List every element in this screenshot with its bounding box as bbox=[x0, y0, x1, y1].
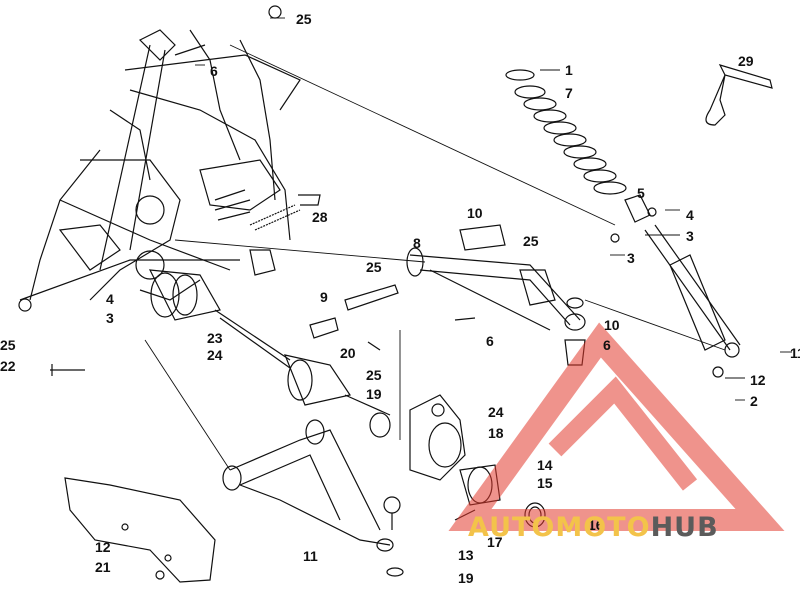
watermark-logo-mark bbox=[448, 322, 785, 531]
callout-10: 9 bbox=[320, 289, 328, 305]
callout-20: 22 bbox=[0, 358, 16, 374]
callout-5: 5 bbox=[637, 185, 645, 201]
callout-28: 28 bbox=[312, 209, 328, 225]
drive-shaft bbox=[148, 269, 391, 438]
callout-1: 1 bbox=[565, 62, 573, 78]
callout-19: 25 bbox=[366, 367, 382, 383]
callout-3: 3 bbox=[686, 228, 694, 244]
callout-3: 3 bbox=[627, 250, 635, 266]
lower-a-arm bbox=[222, 419, 404, 577]
callout-8: 8 bbox=[413, 235, 421, 251]
callout-22: 24 bbox=[207, 347, 223, 363]
callout-7: 7 bbox=[565, 85, 573, 101]
callout-2: 12 bbox=[750, 372, 766, 388]
callout-26: 21 bbox=[95, 559, 111, 575]
callout-14: 24 bbox=[488, 404, 504, 420]
leader-lines bbox=[144, 17, 792, 471]
callout-13: 16 bbox=[588, 517, 604, 533]
callout-10: 10 bbox=[467, 205, 483, 221]
callout-17: 15 bbox=[537, 475, 553, 491]
watermark-text-part1: AUTOMOTO bbox=[468, 512, 651, 543]
callout-11: 6 bbox=[603, 337, 611, 353]
skid-plate bbox=[64, 477, 216, 583]
spanner-wrench bbox=[705, 64, 773, 126]
coil-spring bbox=[505, 69, 627, 195]
callout-25: 25 bbox=[523, 233, 539, 249]
pivot-pins bbox=[249, 194, 399, 339]
shock-absorber bbox=[610, 194, 741, 378]
callout-18: 19 bbox=[366, 386, 382, 402]
callout-24: 3 bbox=[106, 310, 114, 326]
callout-25: 23 bbox=[207, 330, 223, 346]
callout-6: 6 bbox=[486, 333, 494, 349]
callout-19: 17 bbox=[487, 534, 503, 550]
callout-4: 11 bbox=[790, 345, 800, 361]
callout-9: 25 bbox=[366, 259, 382, 275]
callout-3: 2 bbox=[750, 393, 758, 409]
callout-29: 29 bbox=[738, 53, 754, 69]
callout-25: 25 bbox=[296, 11, 312, 27]
callout-21: 11 bbox=[303, 548, 318, 564]
upper-a-arm bbox=[406, 224, 586, 366]
callout-4: 4 bbox=[686, 207, 694, 223]
callout-6: 6 bbox=[210, 63, 218, 79]
callout-27: 12 bbox=[95, 539, 111, 555]
watermark-wordmark: AUTOMOTOHUB bbox=[468, 512, 719, 543]
callout-23: 4 bbox=[106, 291, 114, 307]
callout-24: 20 bbox=[340, 345, 356, 361]
callout-15: 18 bbox=[488, 425, 504, 441]
frame-assembly bbox=[19, 29, 301, 301]
callout-11: 13 bbox=[458, 547, 474, 563]
callout-12: 10 bbox=[604, 317, 620, 333]
callout-25: 25 bbox=[0, 337, 16, 353]
callout-12: 19 bbox=[458, 570, 474, 586]
callout-16: 14 bbox=[537, 457, 553, 473]
watermark-text-part2: HUB bbox=[650, 512, 719, 543]
